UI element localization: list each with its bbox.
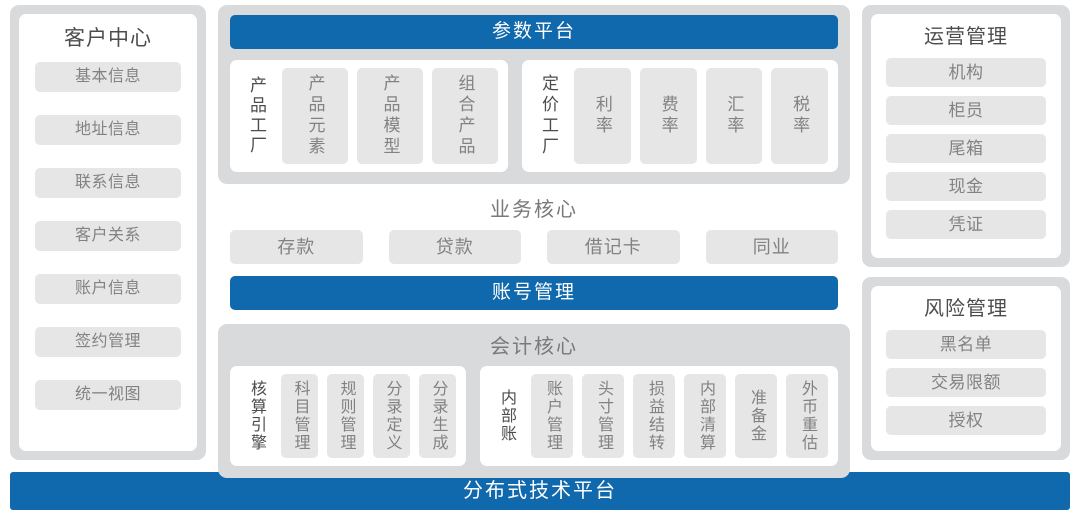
group-label-internal-account: 内部账 [498, 389, 515, 443]
item-rule-management[interactable]: 规则管理 [327, 374, 364, 458]
header-parameter-platform[interactable]: 参数平台 [230, 15, 838, 49]
panel-title-operations-management: 运营管理 [924, 26, 1008, 48]
item-position-management[interactable]: 头寸管理 [582, 374, 624, 458]
item-entry-definition[interactable]: 分录定义 [373, 374, 410, 458]
item-interest-rate[interactable]: 利率 [574, 68, 631, 164]
business-core-items: 存款 贷款 借记卡 同业 [230, 230, 838, 264]
item-authorization[interactable]: 授权 [886, 406, 1046, 435]
right-column: 运营管理 机构 柜员 尾箱 现金 凭证 风险管理 黑名单 交易限额 授权 [862, 5, 1070, 460]
panel-title-customer-center: 客户中心 [64, 27, 152, 50]
item-blacklist[interactable]: 黑名单 [886, 330, 1046, 359]
panel-customer-center[interactable]: 客户中心 基本信息 地址信息 联系信息 客户关系 账户信息 签约管理 统一视图 [10, 5, 206, 460]
item-debit-card[interactable]: 借记卡 [547, 230, 680, 264]
item-institution[interactable]: 机构 [886, 58, 1046, 87]
item-loan[interactable]: 贷款 [388, 230, 521, 264]
item-unified-view[interactable]: 统一视图 [35, 380, 181, 410]
item-contact-info[interactable]: 联系信息 [35, 168, 181, 198]
item-fee-rate[interactable]: 费率 [639, 68, 697, 164]
item-entry-generation[interactable]: 分录生成 [419, 374, 456, 458]
item-teller[interactable]: 柜员 [886, 96, 1046, 125]
panel-risk-management[interactable]: 风险管理 黑名单 交易限额 授权 [862, 277, 1070, 460]
bar-account-management[interactable]: 账号管理 [230, 276, 838, 310]
group-label-accounting-engine: 核算引擎 [248, 380, 265, 452]
item-profit-loss-carryover[interactable]: 损益结转 [633, 374, 675, 458]
group-label-product-factory: 产品工厂 [247, 76, 266, 156]
group-pricing-factory: 定价工厂 利率 费率 汇率 税率 [522, 60, 838, 172]
item-interbank[interactable]: 同业 [705, 230, 838, 264]
item-cash-box[interactable]: 尾箱 [886, 134, 1046, 163]
accounting-core-groups: 核算引擎 科目管理 规则管理 分录定义 分录生成 内部账 账户管理 头寸管理 损… [230, 366, 838, 466]
item-product-model[interactable]: 产品模型 [357, 68, 423, 164]
item-address-info[interactable]: 地址信息 [35, 115, 181, 145]
group-internal-account: 内部账 账户管理 头寸管理 损益结转 内部清算 准备金 外币重估 [480, 366, 838, 466]
item-internal-settlement[interactable]: 内部清算 [684, 374, 726, 458]
center-column: 参数平台 产品工厂 产品元素 产品模型 组合产品 定价工厂 利率 费率 汇率 税… [218, 5, 850, 478]
parameter-platform-groups: 产品工厂 产品元素 产品模型 组合产品 定价工厂 利率 费率 汇率 税率 [230, 60, 838, 172]
item-basic-info[interactable]: 基本信息 [35, 62, 181, 92]
item-account-management[interactable]: 账户管理 [531, 374, 573, 458]
group-product-factory: 产品工厂 产品元素 产品模型 组合产品 [230, 60, 508, 172]
bar-distributed-technology-platform[interactable]: 分布式技术平台 [10, 472, 1070, 510]
item-foreign-currency-revaluation[interactable]: 外币重估 [786, 374, 828, 458]
panel-operations-management-body: 运营管理 机构 柜员 尾箱 现金 凭证 [871, 14, 1061, 258]
group-accounting-engine: 核算引擎 科目管理 规则管理 分录定义 分录生成 [230, 366, 466, 466]
panel-accounting-core: 会计核心 核算引擎 科目管理 规则管理 分录定义 分录生成 内部账 账户管理 头… [218, 324, 850, 478]
item-transaction-limit[interactable]: 交易限额 [886, 368, 1046, 397]
panel-business-core: 业务核心 存款 贷款 借记卡 同业 账号管理 [218, 184, 850, 310]
item-product-element[interactable]: 产品元素 [282, 68, 348, 164]
item-deposit[interactable]: 存款 [230, 230, 363, 264]
panel-risk-management-body: 风险管理 黑名单 交易限额 授权 [871, 286, 1061, 451]
item-cash[interactable]: 现金 [886, 172, 1046, 201]
item-composite-product[interactable]: 组合产品 [432, 68, 498, 164]
section-title-accounting-core: 会计核心 [490, 336, 578, 358]
panel-operations-management[interactable]: 运营管理 机构 柜员 尾箱 现金 凭证 [862, 5, 1070, 267]
section-title-business-core: 业务核心 [490, 199, 578, 221]
panel-title-risk-management: 风险管理 [924, 298, 1008, 320]
diagram-main-row: 客户中心 基本信息 地址信息 联系信息 客户关系 账户信息 签约管理 统一视图 … [10, 5, 1070, 478]
item-account-info[interactable]: 账户信息 [35, 274, 181, 304]
item-contract-management[interactable]: 签约管理 [35, 327, 181, 357]
panel-customer-center-body: 客户中心 基本信息 地址信息 联系信息 客户关系 账户信息 签约管理 统一视图 [19, 14, 197, 451]
item-tax-rate[interactable]: 税率 [771, 68, 828, 164]
item-customer-relation[interactable]: 客户关系 [35, 221, 181, 251]
group-label-pricing-factory: 定价工厂 [539, 74, 558, 158]
item-exchange-rate[interactable]: 汇率 [705, 68, 763, 164]
item-reserve-fund[interactable]: 准备金 [735, 374, 777, 458]
item-subject-management[interactable]: 科目管理 [281, 374, 318, 458]
panel-parameter-platform: 参数平台 产品工厂 产品元素 产品模型 组合产品 定价工厂 利率 费率 汇率 税… [218, 5, 850, 184]
item-voucher[interactable]: 凭证 [886, 210, 1046, 239]
